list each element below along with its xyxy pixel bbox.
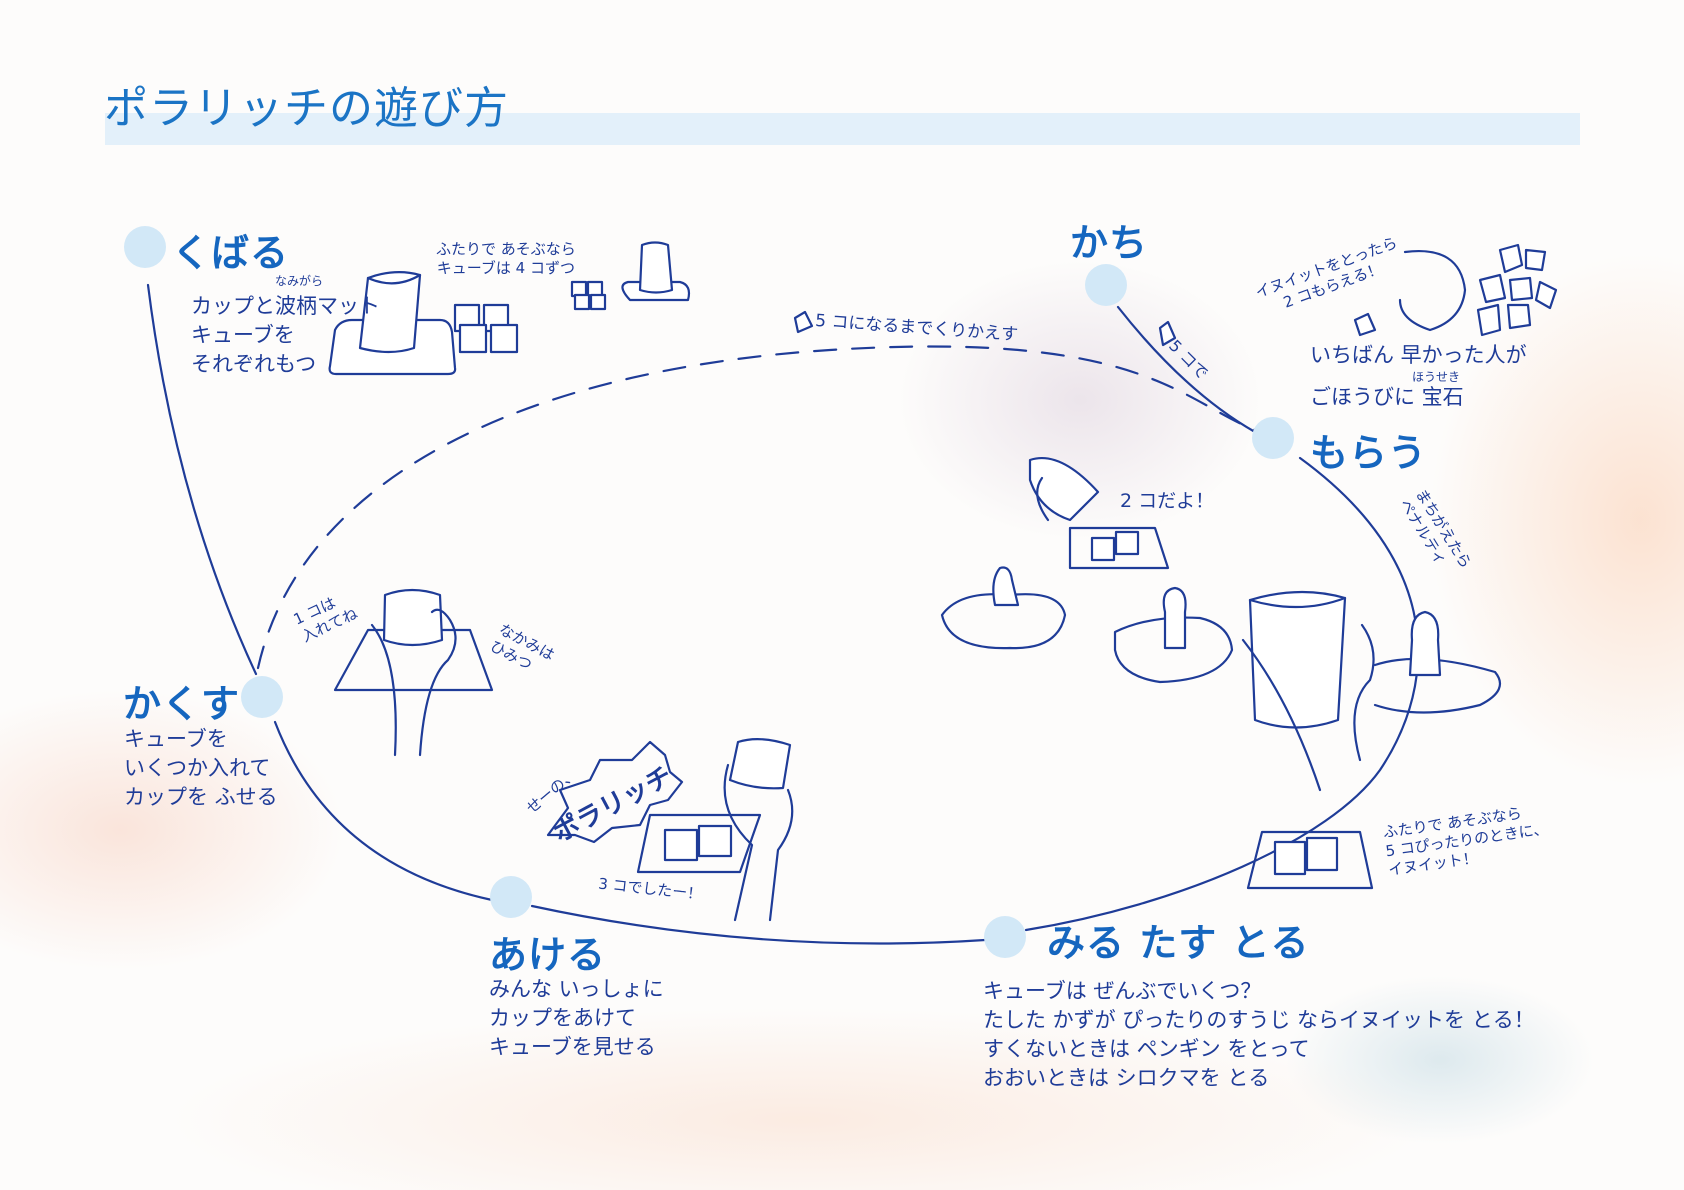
step-dot-miru <box>984 916 1026 958</box>
heading-kakusu: かくす <box>123 682 241 726</box>
gem-icon-loop <box>793 310 814 334</box>
two-player-cubes-illustration <box>1246 830 1374 890</box>
body-kubaru: カップと波柄マット キューブを それぞれもつ <box>191 294 380 376</box>
penguin-on-ice-illustration <box>940 566 1067 650</box>
body-miru: キューブは ぜんぶでいくつ？ たした かずが ぴったりのすうじ ならイヌイットを… <box>983 979 1535 1090</box>
step-dot-akeru <box>490 876 532 918</box>
note-kubaru-two-players: ふたりで あそぶなら キューブは 4 コずつ <box>436 240 576 277</box>
ruby-namigara: なみがら <box>275 274 324 288</box>
inuit-on-ice-illustration <box>1113 586 1234 684</box>
hand-lifting-cup-illustration <box>723 738 794 922</box>
hand-covering-cup-illustration <box>333 588 494 757</box>
large-cup-with-hand-illustration <box>1241 590 1375 792</box>
cup-on-mat-illustration <box>328 271 457 376</box>
title-bar <box>105 113 1580 145</box>
shout-burst <box>546 740 684 844</box>
heading-akeru: あける <box>489 933 607 977</box>
page-title: ポラリッチの遊び方 <box>104 83 509 134</box>
step-dot-kakusu <box>241 676 283 718</box>
heading-morau: もらう <box>1310 431 1428 475</box>
flow-line-akeru-miru <box>530 904 987 945</box>
body-kakusu: キューブを いくつか入れて カップを ふせる <box>124 727 278 809</box>
polar-bear-on-ice-illustration <box>1373 610 1502 714</box>
note-two-cubes: 2 コだよ！ <box>1120 490 1215 512</box>
flow-line-kubaru-kakusu <box>146 283 258 676</box>
body-akeru: みんな いっしょに カップをあけて キューブを見せる <box>489 977 664 1059</box>
step-dot-morau <box>1252 417 1294 459</box>
open-cubes-illustration <box>636 813 762 874</box>
flow-line-kakusu-akeru <box>273 720 494 902</box>
heading-miru: みる たす とる <box>1047 921 1310 965</box>
heading-kubaru: くばる <box>172 231 290 275</box>
step-dot-kachi <box>1085 264 1127 306</box>
cubes-illustration <box>453 303 519 354</box>
body-morau: いちばん 早かった人が ごほうびに 宝石 <box>1310 343 1527 409</box>
small-cup-illustration <box>570 241 691 311</box>
heading-kachi: かち <box>1070 221 1149 265</box>
tilted-cup-illustration <box>1028 456 1170 570</box>
flow-line-loop-dashed <box>256 345 1257 670</box>
flow-line-miru-morau <box>1024 456 1420 932</box>
gem-icon-kachi <box>1158 320 1177 347</box>
step-dot-kubaru <box>124 226 166 268</box>
ruby-houseki: ほうせき <box>1412 370 1461 384</box>
gems-illustration <box>793 243 1558 347</box>
